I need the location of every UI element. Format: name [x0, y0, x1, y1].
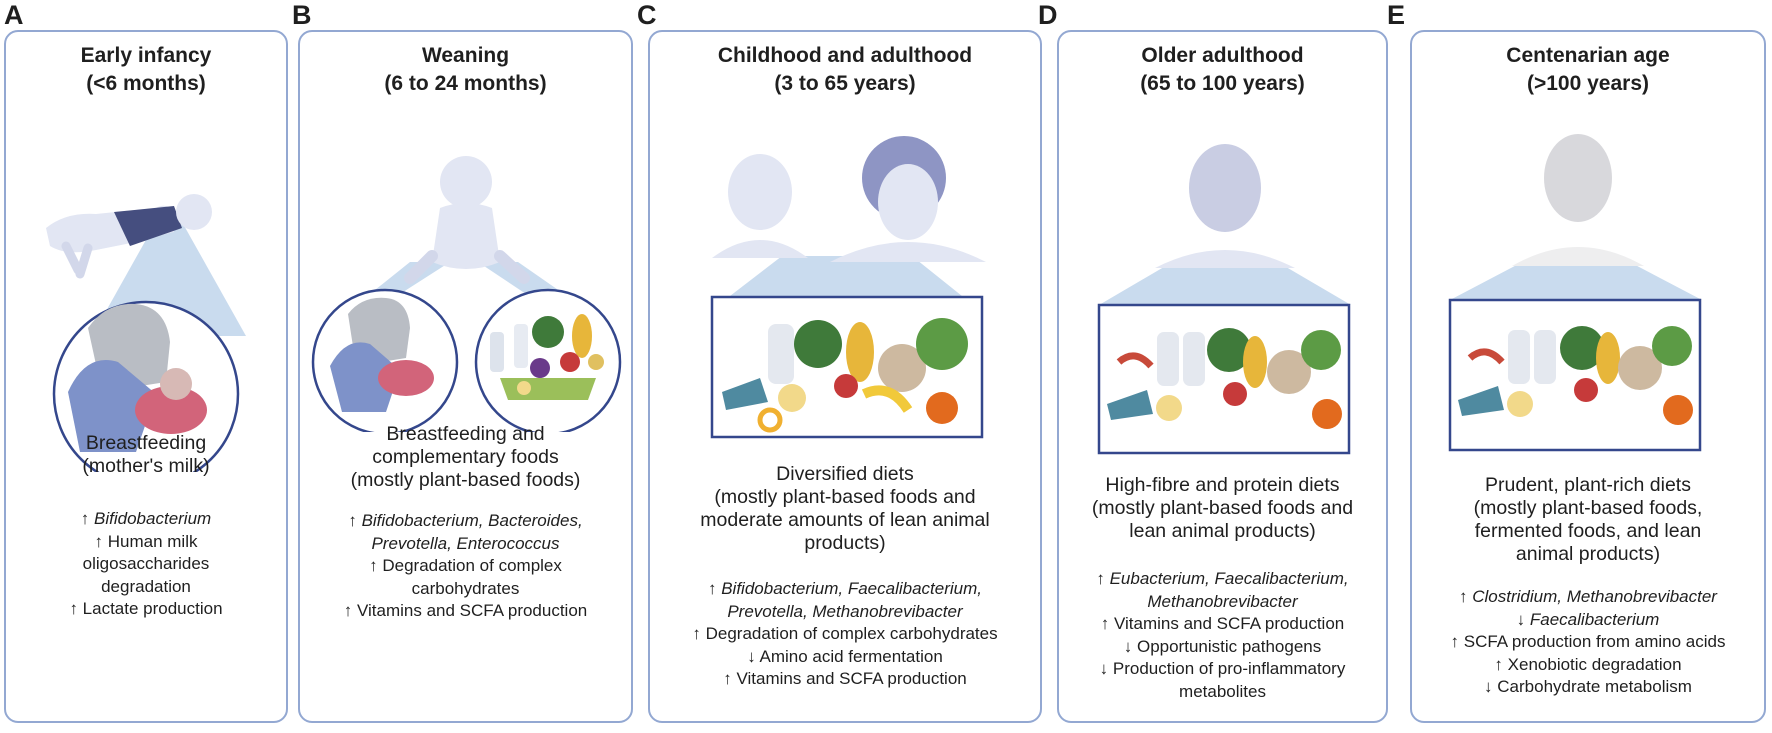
effect-line: metabolites: [1179, 681, 1266, 701]
panel-childhood-adulthood: Childhood and adulthood (3 to 65 years): [648, 30, 1042, 723]
panel-early-infancy: Early infancy (<6 months) Breastfeeding …: [4, 30, 288, 723]
panel-older-adulthood: Older adulthood (65 to 100 years) High-f…: [1057, 30, 1388, 723]
effect-line: Methanobrevibacter: [1147, 591, 1298, 611]
diet-description: Prudent, plant-rich diets (mostly plant-…: [1473, 474, 1703, 565]
effect-line: Prevotella, Enterococcus: [371, 533, 560, 553]
child-head-illustration: [712, 154, 808, 258]
panel-illustration: [46, 194, 246, 472]
diet-description: Breastfeeding (mother's milk): [82, 432, 210, 477]
effect-line: degradation: [101, 576, 191, 596]
effect-line: ↑ Degradation of complex carbohydrates: [692, 624, 998, 643]
panel-title: Childhood and adulthood (3 to 65 years): [717, 44, 973, 95]
effect-line: ↓ Amino acid fermentation: [747, 646, 943, 666]
baby-illustration: [46, 194, 212, 279]
panel-illustration: [1097, 144, 1351, 455]
effect-line: oligosaccharides: [82, 554, 210, 573]
diet-description: High-fibre and protein diets (mostly pla…: [1091, 474, 1354, 542]
microbiota-effects: ↑ Bifidobacterium, Bacteroides, Prevotel…: [304, 510, 627, 623]
panel-illustration: [1448, 134, 1702, 452]
effect-line: ↑ SCFA production from amino acids: [1450, 632, 1726, 651]
panel-title: Weaning (6 to 24 months): [384, 44, 547, 95]
panel-title: Older adulthood (65 to 100 years): [1140, 44, 1305, 95]
effect-line: carbohydrates: [411, 578, 520, 598]
microbiota-effects: ↑ Bifidobacterium, Faecalibacterium, Pre…: [654, 578, 1036, 691]
panel-letter-d: D: [1038, 0, 1058, 30]
breastfeeding-illustration: [330, 297, 434, 412]
panel-title: Centenarian age (>100 years): [1506, 44, 1670, 95]
effect-line: ↑ Degradation of complex: [369, 556, 562, 575]
effect-line: ↑ Vitamins and SCFA production: [1100, 614, 1345, 633]
panel-illustration: [311, 156, 622, 432]
effect-line: ↑ Lactate production: [69, 599, 223, 618]
centenarian-head-illustration: [1512, 134, 1644, 266]
food-assortment-illustration: [1458, 326, 1693, 425]
panel-weaning: Weaning (6 to 24 months): [298, 30, 633, 723]
effect-line: ↓ Production of pro-inflammatory: [1099, 659, 1346, 678]
panel-letter-b: B: [292, 0, 312, 30]
panel-title: Early infancy (<6 months): [80, 44, 212, 95]
effect-line: ↑ Bifidobacterium: [80, 509, 212, 528]
effect-line: ↑ Bifidobacterium, Bacteroides,: [348, 511, 583, 530]
effect-line: ↑ Human milk: [94, 531, 198, 551]
diet-description: Breastfeeding and complementary foods (m…: [350, 423, 581, 491]
effect-line: ↓ Opportunistic pathogens: [1123, 636, 1322, 656]
effect-line: Prevotella, Methanobrevibacter: [727, 601, 963, 621]
woman-head-illustration: [830, 136, 986, 262]
effect-line: ↑ Eubacterium, Faecalibacterium,: [1096, 569, 1349, 588]
panel-letter-c: C: [637, 0, 657, 30]
effect-line: ↓ Carbohydrate metabolism: [1484, 677, 1692, 696]
food-assortment-illustration: [490, 314, 604, 400]
panel-letter-e: E: [1387, 0, 1406, 30]
older-adult-head-illustration: [1155, 144, 1295, 268]
food-assortment-illustration: [722, 318, 968, 433]
effect-line: ↑ Vitamins and SCFA production: [723, 669, 967, 688]
microbiota-effects: ↑ Bifidobacterium ↑ Human milk oligosacc…: [10, 508, 282, 621]
panel-illustration: [710, 136, 986, 439]
effect-line: ↑ Clostridium, Methanobrevibacter: [1459, 587, 1717, 606]
effect-line: ↑ Bifidobacterium, Faecalibacterium,: [707, 579, 982, 598]
breastfeeding-illustration: [68, 303, 207, 452]
effect-line: ↓ Faecalibacterium: [1516, 609, 1660, 629]
seated-toddler-illustration: [404, 156, 530, 284]
microbiota-effects: ↑ Clostridium, Methanobrevibacter ↓ Faec…: [1416, 586, 1760, 699]
effect-line: ↑ Xenobiotic degradation: [1494, 654, 1682, 674]
microbiota-effects: ↑ Eubacterium, Faecalibacterium, Methano…: [1063, 568, 1382, 703]
effect-line: ↑ Vitamins and SCFA production: [343, 601, 588, 620]
food-assortment-illustration: [1107, 328, 1342, 429]
panel-letter-a: A: [4, 0, 24, 30]
panel-centenarian-age: Centenarian age (>100 years) Prudent, pl…: [1410, 30, 1766, 723]
diet-description: Diversified diets (mostly plant-based fo…: [700, 463, 990, 554]
